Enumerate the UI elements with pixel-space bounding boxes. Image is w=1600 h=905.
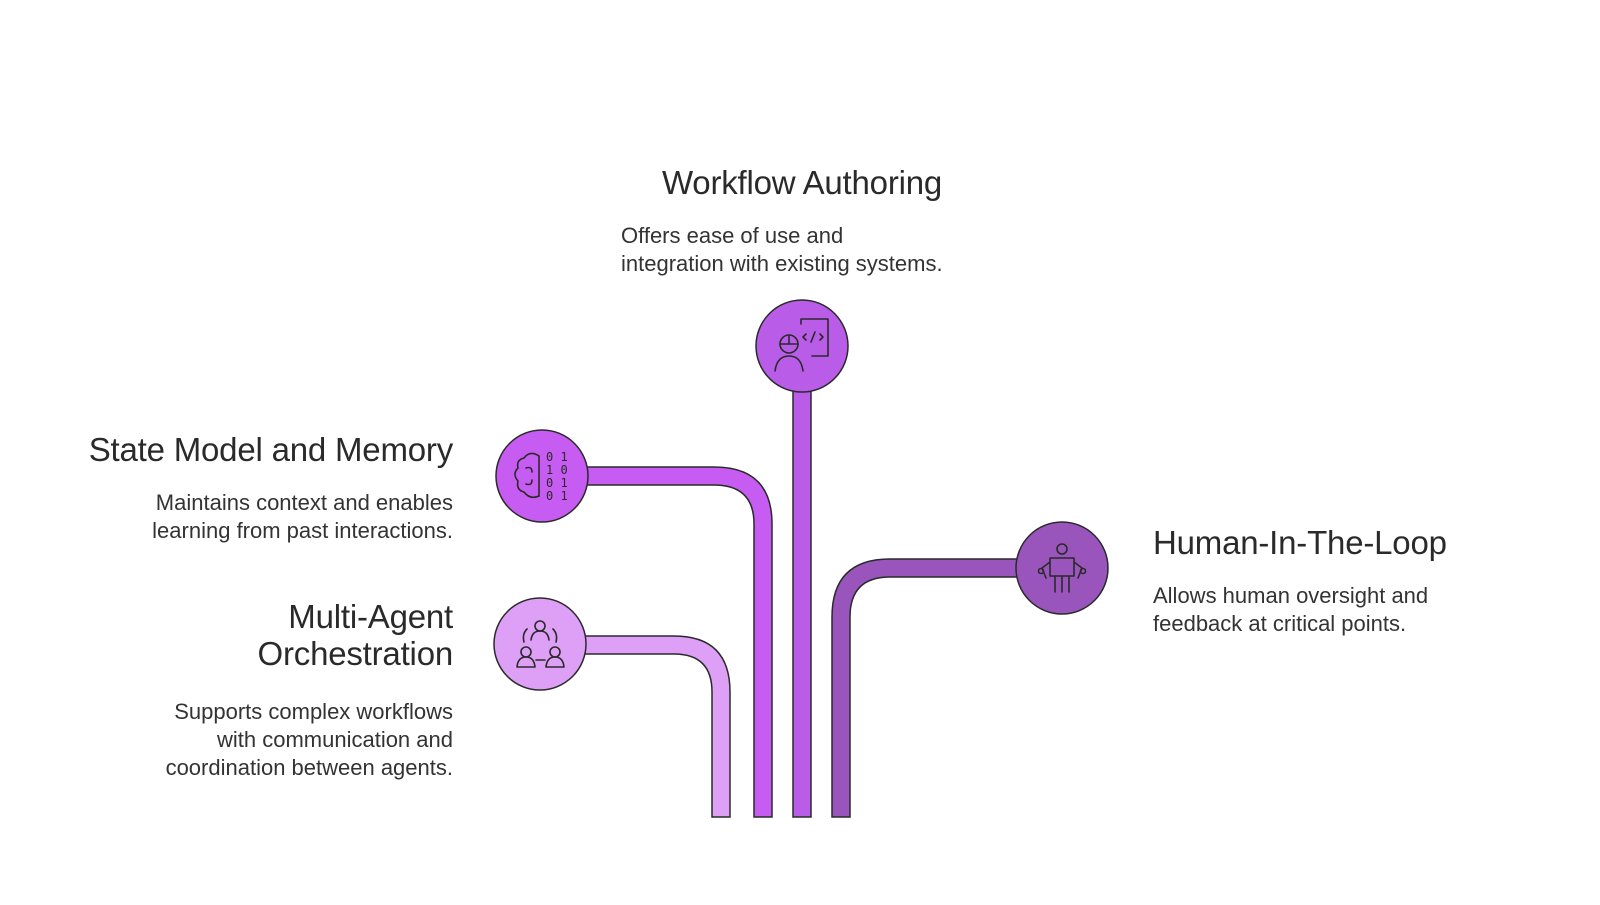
workflow-authoring-node xyxy=(755,299,849,393)
human-robot-icon xyxy=(1037,543,1087,593)
workflow-authoring-desc-line: Offers ease of use and xyxy=(621,223,844,248)
developer-code-icon xyxy=(774,318,829,372)
multi-agent-desc-line: Supports complex workflows xyxy=(174,699,453,724)
multi-agent-node xyxy=(493,597,587,691)
team-network-icon xyxy=(516,620,565,668)
workflow-authoring-desc-line: integration with existing systems. xyxy=(621,251,943,276)
human-in-the-loop-desc-line: Allows human oversight and xyxy=(1153,583,1429,608)
workflow-authoring-connector xyxy=(792,384,812,818)
multi-agent-description: Supports complex workflows with communic… xyxy=(33,698,453,782)
workflow-authoring-title: Workflow Authoring xyxy=(661,164,943,201)
svg-text:0 1: 0 1 xyxy=(546,476,568,490)
state-model-description: Maintains context and enables learning f… xyxy=(33,489,453,545)
svg-text:0 1: 0 1 xyxy=(546,450,568,464)
human-in-the-loop-connector xyxy=(831,558,1023,818)
multi-agent-title-line: Multi-Agent xyxy=(288,598,453,635)
svg-text:1 0: 1 0 xyxy=(546,463,568,477)
multi-agent-connector xyxy=(569,635,731,818)
multi-agent-title: Multi-Agent Orchestration xyxy=(33,598,454,672)
multi-agent-title-line: Orchestration xyxy=(257,635,454,672)
human-in-the-loop-title: Human-In-The-Loop xyxy=(1153,524,1447,561)
state-model-connector xyxy=(569,466,773,818)
multi-agent-desc-line: coordination between agents. xyxy=(165,755,453,780)
brain-binary-icon xyxy=(514,452,540,499)
human-in-the-loop-node xyxy=(1015,521,1109,615)
binary-digits: 0 1 1 0 0 1 0 1 xyxy=(546,450,568,503)
human-in-the-loop-desc-line: feedback at critical points. xyxy=(1153,611,1407,636)
multi-agent-desc-line: with communication and xyxy=(216,727,453,752)
svg-text:0 1: 0 1 xyxy=(546,489,568,503)
human-in-the-loop-description: Allows human oversight and feedback at c… xyxy=(1153,582,1573,638)
state-model-node: 0 1 1 0 0 1 0 1 xyxy=(495,429,589,523)
state-model-title: State Model and Memory xyxy=(88,431,453,468)
state-model-desc-line: Maintains context and enables xyxy=(155,490,453,515)
workflow-authoring-description: Offers ease of use and integration with … xyxy=(621,222,943,278)
state-model-desc-line: learning from past interactions. xyxy=(152,518,453,543)
